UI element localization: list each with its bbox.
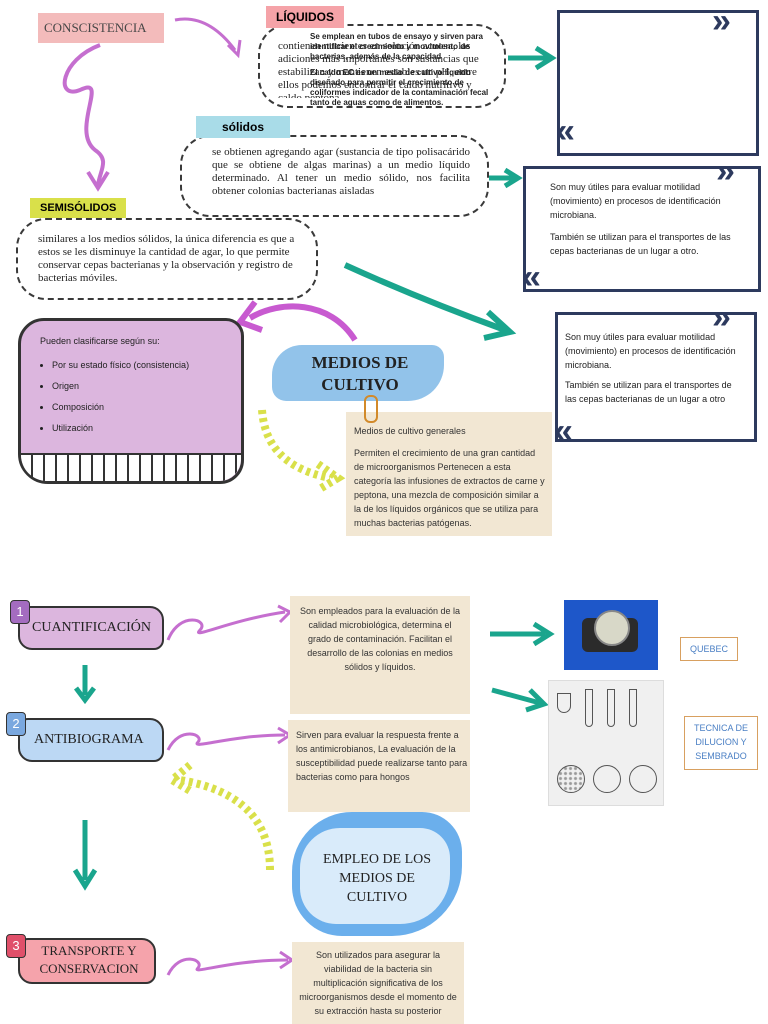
pill-transporte: TRANSPORTE Y CONSERVACION xyxy=(18,938,156,984)
double-chevron-right-icon: » xyxy=(712,298,731,336)
flask-icon xyxy=(557,693,571,713)
frame2-p1: Son muy útiles para evaluar motilidad (m… xyxy=(550,182,721,220)
consistencia-label: CONSCISTENCIA xyxy=(38,13,164,43)
empleo-title: EMPLEO DE LOS MEDIOS DE CULTIVO xyxy=(322,852,432,905)
generales-card xyxy=(346,412,552,536)
pill-label: CUANTIFICACIÓN xyxy=(32,620,151,635)
plate-icon xyxy=(593,765,621,793)
desc-card-3 xyxy=(292,942,464,1024)
clasificacion-content: Pueden clasificarse según su: Por su est… xyxy=(40,336,230,444)
frame-motilidad-1 xyxy=(523,166,761,292)
pill-label: TRANSPORTE Y CONSERVACION xyxy=(39,943,139,976)
semisolidos-cloud xyxy=(16,218,318,300)
desc-text-2: Sirven para evaluar la respuesta frente … xyxy=(296,730,468,782)
double-chevron-left-icon: « xyxy=(554,412,573,450)
list-item: Utilización xyxy=(52,423,230,433)
tube-icon xyxy=(629,689,637,727)
overlay-line: bacterias, además de la capacidad xyxy=(310,52,442,61)
overlay-line: Se emplean en tubos de ensayo y sirven p… xyxy=(310,32,483,41)
pill-label: ANTIBIOGRAMA xyxy=(34,732,144,747)
double-chevron-left-icon: « xyxy=(522,258,541,296)
clasificacion-box xyxy=(18,318,244,484)
step-number: 3 xyxy=(6,934,26,958)
solidos-text: se obtienen agregando agar (sustancia de… xyxy=(212,146,470,197)
list-item: Origen xyxy=(52,381,230,391)
paperclip-icon xyxy=(364,395,378,423)
pill-antibiograma: ANTIBIOGRAMA xyxy=(18,718,164,762)
tecnica-label: TECNICA DE DILUCION Y SEMBRADO xyxy=(684,716,758,770)
petri-dish xyxy=(594,610,630,646)
pill-cuantificacion: CUANTIFICACIÓN xyxy=(18,606,164,650)
double-chevron-right-icon: » xyxy=(712,2,731,40)
step-number: 2 xyxy=(6,712,26,736)
clasificacion-list: Por su estado físico (consistencia) Orig… xyxy=(40,360,230,433)
tube-icon xyxy=(585,689,593,727)
medios-title-bg xyxy=(272,345,444,401)
liquidos-text: contienen nutrientes en solución acuosa,… xyxy=(278,40,479,98)
colony-counter-image xyxy=(564,600,658,670)
frame-empty xyxy=(557,10,759,156)
list-item: Por su estado físico (consistencia) xyxy=(52,360,230,370)
plate-icon xyxy=(557,765,585,793)
frame2-p2: También se utilizan para el transportes … xyxy=(550,232,731,256)
clasificacion-intro: Pueden clasificarse según su: xyxy=(40,336,160,346)
frame-motilidad-2 xyxy=(555,312,757,442)
solidos-cloud xyxy=(180,135,489,217)
semisolidos-text: similares a los medios sólidos, la única… xyxy=(38,233,295,284)
dilution-diagram xyxy=(548,680,664,806)
overlay-line: diseñado para permitir el crecimiento de xyxy=(310,78,464,87)
overlay-line: El caldo EC es un medio de cultivo líqui… xyxy=(310,68,471,77)
step-number: 1 xyxy=(10,600,30,624)
overlay-line: tanto de aguas como de alimentos. xyxy=(310,98,444,107)
plate-icon xyxy=(629,765,657,793)
semisolidos-tag: SEMISÓLIDOS xyxy=(30,198,127,218)
liquidos-overlay: Se emplean en tubos de ensayo y sirven p… xyxy=(310,32,500,108)
desc-text-3: Son utilizados para asegurar la viabilid… xyxy=(299,950,457,1016)
double-chevron-right-icon: » xyxy=(716,152,735,190)
solidos-tag: sólidos xyxy=(196,116,291,138)
tube-icon xyxy=(607,689,615,727)
list-item: Composición xyxy=(52,402,230,412)
desc-card-2 xyxy=(288,720,470,812)
desc-card-1 xyxy=(290,596,470,714)
generales-title: Medios de cultivo generales xyxy=(354,426,466,436)
overlay-line: identificar el crecimiento y movimiento … xyxy=(310,42,470,51)
desc-text-1: Son empleados para la evaluación de la c… xyxy=(299,606,461,672)
overlay-line: coliformes indicador de la contaminación… xyxy=(310,88,489,97)
double-chevron-left-icon: « xyxy=(556,112,575,150)
liquidos-cloud xyxy=(258,24,506,108)
quebec-label: QUEBEC xyxy=(680,637,738,661)
box-stripes xyxy=(21,453,241,481)
frame3-p2: También se utilizan para el transportes … xyxy=(565,380,732,404)
generales-text: Permiten el crecimiento de una gran cant… xyxy=(354,448,545,528)
liquidos-tag: LÍQUIDOS xyxy=(266,6,345,28)
medios-title: MEDIOS DE CULTIVO xyxy=(311,353,409,394)
frame3-p1: Son muy útiles para evaluar motilidad (m… xyxy=(565,332,736,370)
empleo-blob-inner xyxy=(300,828,450,924)
